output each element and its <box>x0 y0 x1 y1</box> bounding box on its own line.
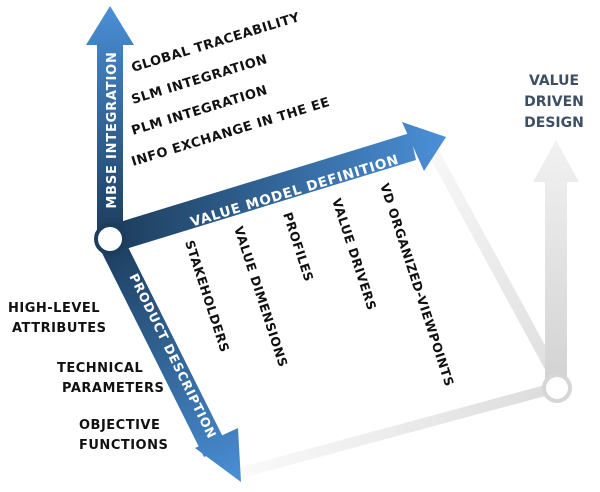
mbse-integration-arrow <box>86 6 134 240</box>
product-description-items: HIGH-LEVEL ATTRIBUTES TECHNICAL PARAMETE… <box>8 301 168 453</box>
pd-item-technical-parameters-line2: PARAMETERS <box>62 381 164 396</box>
pd-item-objective-functions-line1: OBJECTIVE <box>79 418 160 433</box>
vmd-item-value-drivers: VALUE DRIVERS <box>329 196 379 312</box>
mbse-item-global-traceability: GLOBAL TRACEABILITY <box>130 10 302 76</box>
vdd-line-1: VALUE <box>529 73 579 89</box>
vmd-item-value-dimensions: VALUE DIMENSIONS <box>231 224 291 369</box>
product-description-arrow <box>98 235 241 482</box>
vdd-line-3: DESIGN <box>524 115 584 131</box>
pd-item-objective-functions-line2: FUNCTIONS <box>79 438 168 453</box>
vdd-line-2: DRIVEN <box>524 94 584 110</box>
value-driven-design-arrow <box>533 140 579 386</box>
faded-frame-bottom-edge <box>238 382 560 478</box>
origin-node <box>94 223 126 255</box>
value-driven-design-node <box>542 373 572 403</box>
pd-item-high-level-attributes-line1: HIGH-LEVEL <box>8 301 100 316</box>
pd-item-high-level-attributes-line2: ATTRIBUTES <box>12 321 107 336</box>
vmd-item-profiles: PROFILES <box>280 210 317 283</box>
value-driven-design-label: VALUE DRIVEN DESIGN <box>524 73 584 131</box>
faded-frame-right-edge <box>426 145 565 388</box>
value-model-definition-arrow <box>110 122 446 252</box>
vmd-item-vd-organized-viewpoints: VD ORGANIZED-VIEWPOINTS <box>377 181 457 388</box>
mbse-integration-items: GLOBAL TRACEABILITY SLM INTEGRATION PLM … <box>130 10 332 170</box>
pd-item-technical-parameters-line1: TECHNICAL <box>57 361 143 376</box>
mbse-integration-axis-label: MBSE INTEGRATION <box>105 51 120 208</box>
vmd-item-stakeholders: STAKEHOLDERS <box>182 238 232 354</box>
